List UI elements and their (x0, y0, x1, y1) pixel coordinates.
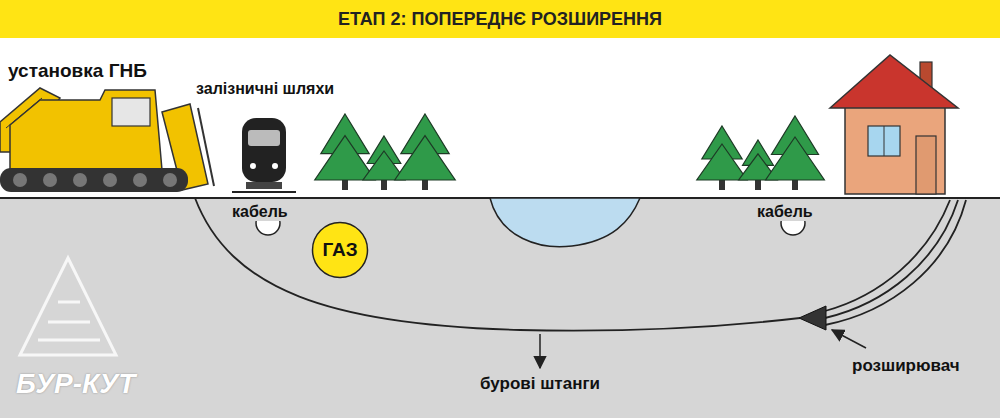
reamer-label: розширювач (852, 356, 960, 376)
house (830, 55, 958, 194)
trees (315, 114, 825, 190)
leader-arrow (539, 334, 541, 368)
reamer (799, 306, 826, 330)
tree (739, 140, 778, 190)
cable-circle: кабель (755, 203, 815, 235)
title-band (0, 0, 1000, 38)
railway-label: залізничні шляхи (196, 80, 334, 98)
cable-label: кабель (755, 203, 815, 221)
cable-label: кабель (230, 203, 290, 221)
drill-rig (0, 88, 214, 192)
tree (363, 136, 405, 190)
gas-label: ГАЗ (322, 239, 357, 261)
watermark-logo (20, 258, 116, 355)
pond (490, 198, 640, 247)
diagram-title: ЕТАП 2: ПОПЕРЕДНЄ РОЗШИРЕННЯ (0, 0, 1000, 38)
ground (0, 198, 1000, 418)
tree (395, 114, 455, 190)
machine-label: установка ГНБ (8, 60, 147, 82)
gas-pipe-circle: ГАЗ (311, 221, 369, 279)
pipe-label: бурові штанги (480, 374, 600, 394)
leader-arrow (832, 330, 866, 348)
cable-circle: кабель (230, 203, 290, 235)
watermark: БУР-КУТ (16, 368, 135, 400)
tree (766, 116, 825, 190)
train (232, 118, 296, 192)
drill-path (195, 198, 966, 331)
